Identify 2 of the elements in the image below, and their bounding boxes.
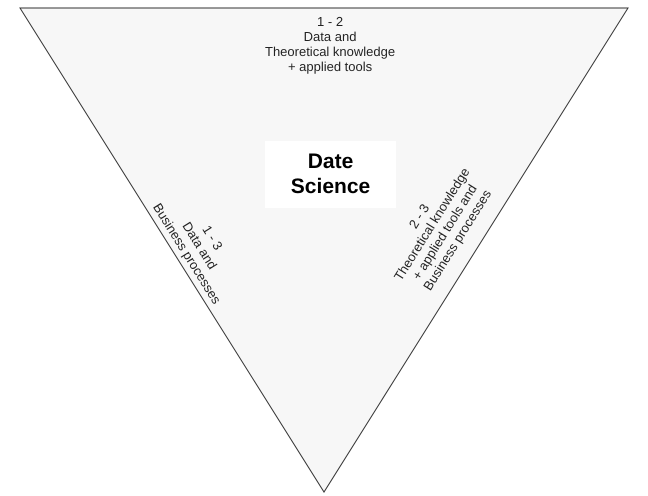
side-label: 1 - 2 Data and Theoretical knowledge + applied tools (265, 14, 396, 74)
title-label: Date Science (265, 141, 396, 208)
